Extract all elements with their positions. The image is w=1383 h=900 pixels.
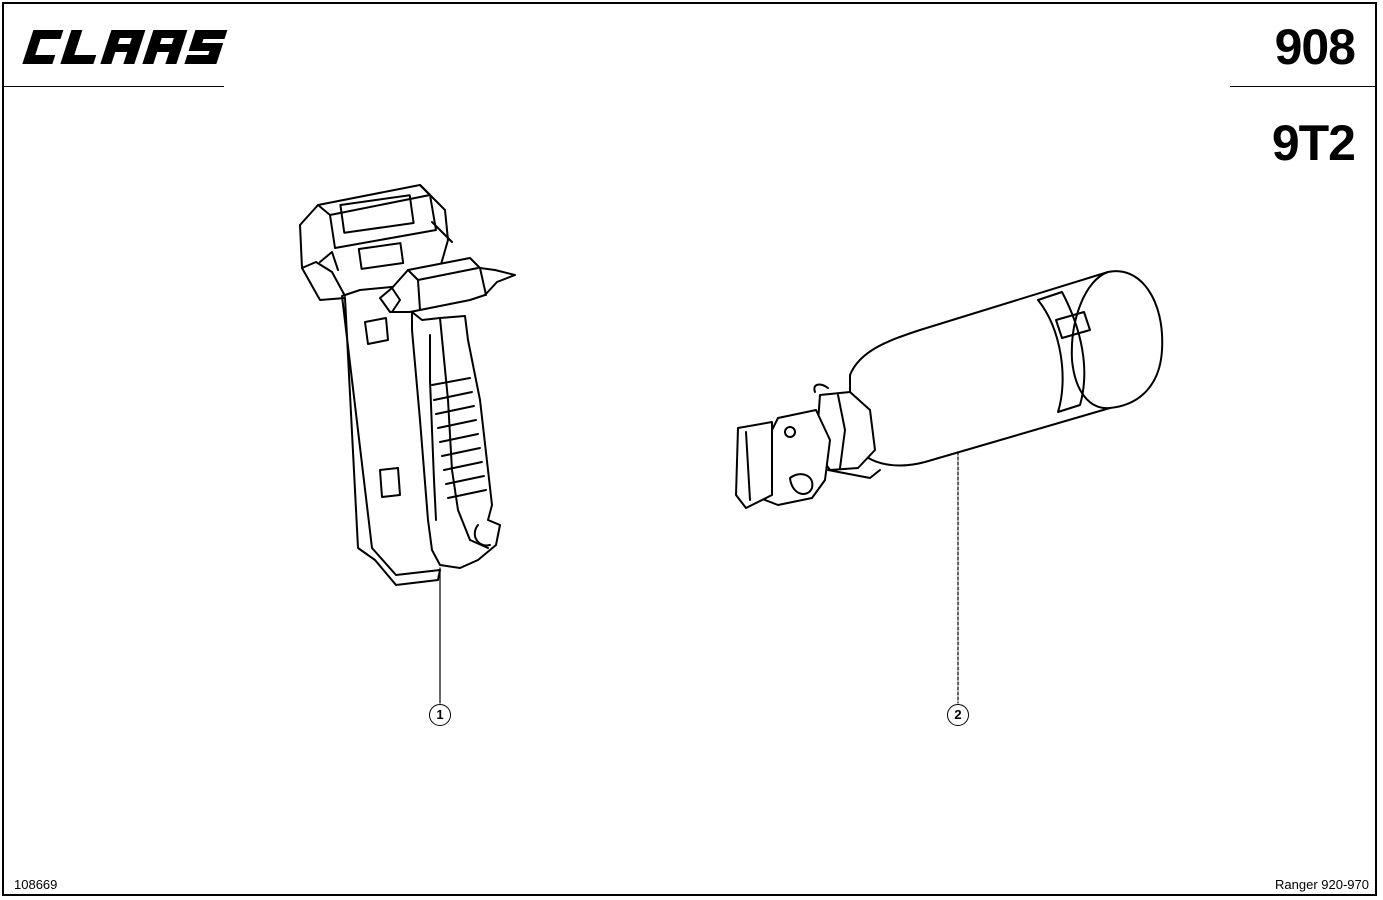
part-callout-1[interactable]: 1 — [429, 704, 451, 726]
emergency-hammer-icon — [299, 184, 516, 586]
part-callout-2[interactable]: 2 — [947, 704, 969, 726]
group-code: 9T2 — [1271, 115, 1356, 171]
model-range: Ranger 920-970 — [1275, 877, 1369, 892]
header-divider-right — [1230, 86, 1377, 87]
fire-extinguisher-icon — [735, 270, 1164, 509]
drawing-number: 108669 — [14, 877, 58, 892]
header-divider-left — [4, 86, 224, 87]
claas-logo — [22, 30, 228, 64]
page-code: 908 — [1274, 19, 1356, 75]
